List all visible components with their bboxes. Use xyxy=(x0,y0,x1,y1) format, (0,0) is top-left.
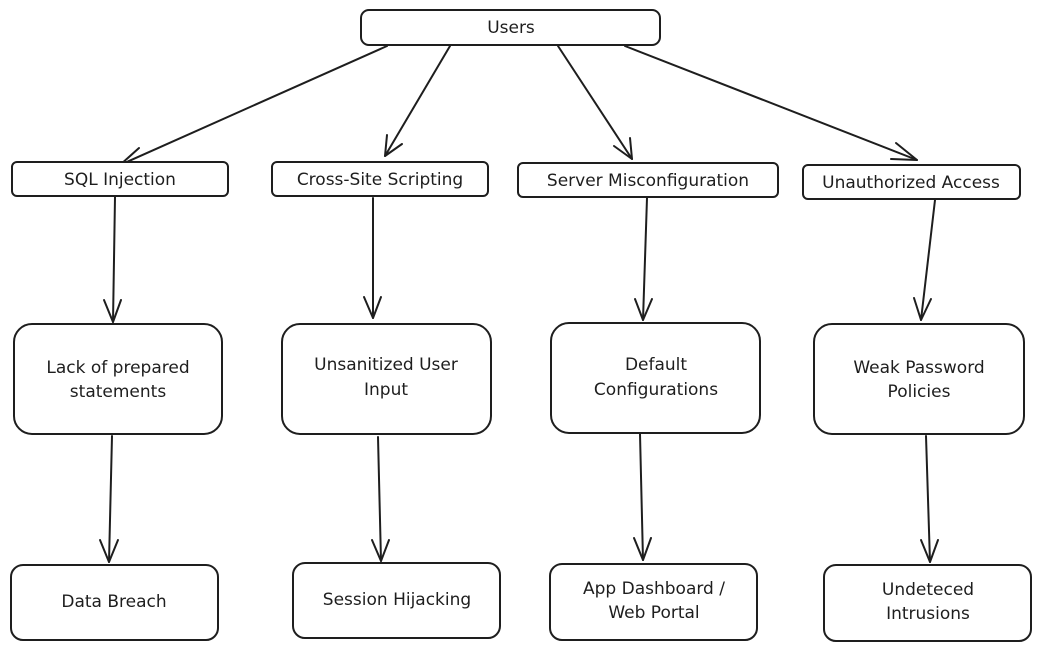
node-impact-session-hijacking: Session Hijacking xyxy=(292,562,501,639)
node-impact-undetected-intrusions-line1: Undeteced xyxy=(882,580,974,600)
node-cause-sql-line1: Lack of prepared xyxy=(46,358,189,378)
node-cause-xss: Unsanitized User Input xyxy=(281,323,492,435)
edge-cause-to-undetected-intrusions xyxy=(920,435,939,563)
edge-misconfig-to-cause xyxy=(634,197,653,321)
edge-users-to-server-misconfiguration xyxy=(557,45,633,160)
edge-unauthorized-to-cause xyxy=(913,199,936,321)
node-impact-undetected-intrusions-line2: Intrusions xyxy=(886,604,970,624)
node-sql-injection-label: SQL Injection xyxy=(64,170,176,190)
edge-sql-injection-to-cause xyxy=(103,196,122,323)
node-impact-data-breach: Data Breach xyxy=(10,564,219,641)
node-unauthorized-access: Unauthorized Access xyxy=(802,164,1021,200)
node-cause-misconfig: Default Configurations xyxy=(550,322,761,434)
node-cross-site-scripting-label: Cross-Site Scripting xyxy=(297,170,463,190)
edge-cause-to-app-dashboard xyxy=(633,433,652,561)
node-unauthorized-access-label: Unauthorized Access xyxy=(822,173,1000,193)
node-cause-sql-line2: statements xyxy=(70,382,167,402)
edge-xss-to-cause xyxy=(363,197,382,319)
edges-causes-to-impacts xyxy=(99,433,939,563)
node-cause-unauthorized-line1: Weak Password xyxy=(853,358,984,378)
node-cause-unauthorized-line2: Policies xyxy=(888,382,951,402)
node-cause-sql: Lack of prepared statements xyxy=(13,323,223,435)
node-impact-app-dashboard: App Dashboard / Web Portal xyxy=(549,563,758,641)
node-impact-session-hijacking-label: Session Hijacking xyxy=(323,590,471,610)
edge-users-to-unauthorized-access xyxy=(624,45,918,161)
edges-threats-to-causes xyxy=(103,196,936,323)
node-cross-site-scripting: Cross-Site Scripting xyxy=(271,161,489,197)
node-impact-undetected-intrusions: Undeteced Intrusions xyxy=(823,564,1032,642)
edges-root-to-threats xyxy=(119,45,918,166)
node-cause-xss-line2: Input xyxy=(364,380,408,400)
node-sql-injection: SQL Injection xyxy=(11,161,229,197)
node-impact-app-dashboard-line2: Web Portal xyxy=(608,603,699,623)
node-cause-misconfig-line1: Default xyxy=(625,355,687,375)
edge-cause-to-data-breach xyxy=(99,435,119,563)
node-server-misconfiguration: Server Misconfiguration xyxy=(517,162,779,198)
node-impact-data-breach-label: Data Breach xyxy=(61,592,166,612)
node-users: Users xyxy=(360,9,661,46)
node-impact-app-dashboard-line1: App Dashboard / xyxy=(583,579,725,599)
node-users-label: Users xyxy=(487,18,535,38)
node-server-misconfiguration-label: Server Misconfiguration xyxy=(547,171,749,191)
node-cause-unauthorized: Weak Password Policies xyxy=(813,323,1025,435)
edge-cause-to-session-hijacking xyxy=(371,436,390,562)
edge-users-to-cross-site-scripting xyxy=(384,45,451,157)
edge-users-to-sql-injection xyxy=(119,45,388,166)
node-cause-misconfig-line2: Configurations xyxy=(594,380,718,400)
node-cause-xss-line1: Unsanitized User xyxy=(314,355,458,375)
